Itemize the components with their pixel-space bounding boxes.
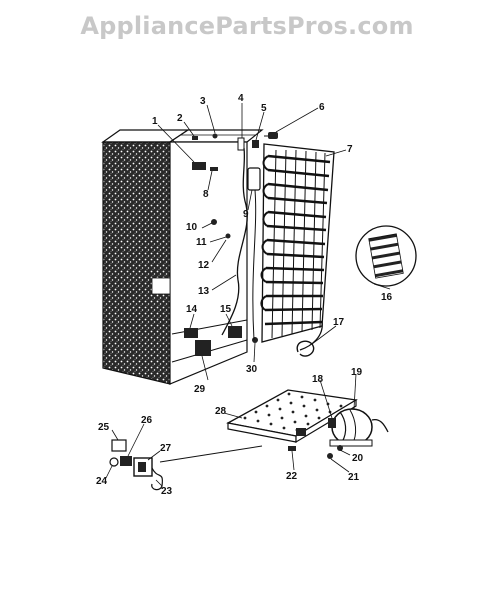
- callout-8: 8: [203, 189, 209, 200]
- watermark: AppliancePartsPros.com: [80, 12, 414, 40]
- capillary-tube: [252, 189, 257, 341]
- part-20-grommet: [337, 445, 343, 451]
- callout-14: 14: [186, 304, 198, 315]
- part-26-relay: [120, 456, 132, 466]
- callout-30: 30: [246, 364, 258, 375]
- part-2-screw: [192, 136, 198, 140]
- callout-17: 17: [333, 317, 345, 328]
- part-4-tube-holder: [237, 137, 245, 151]
- part-24-cap: [109, 457, 119, 467]
- part-18-terminal: [328, 418, 336, 428]
- callout-11: 11: [196, 237, 207, 248]
- part-22-clip: [288, 446, 296, 451]
- callout-labels: 1 2 3 4 5 6 7 8 9 10 11 12 13 14 15 16 1…: [96, 93, 393, 497]
- callout-16: 16: [381, 292, 393, 303]
- callout-23: 23: [161, 486, 173, 497]
- part-3-clip: [212, 133, 218, 139]
- callout-15: 15: [220, 304, 232, 315]
- condenser-return-bends: [260, 155, 269, 311]
- part-6-fitting: [264, 132, 278, 139]
- relay-wire-to-compressor: [159, 445, 263, 463]
- part-10-grommet: [211, 219, 217, 225]
- condenser-outlet: [299, 321, 323, 351]
- relay-assembly: [109, 439, 263, 491]
- compressor-shading: [339, 411, 347, 443]
- tray-side: [295, 398, 357, 444]
- back-panel-components: [184, 133, 261, 356]
- part-17-drain-loop: [296, 340, 315, 357]
- callout-1: 1: [152, 116, 158, 127]
- callout-19: 19: [351, 367, 363, 378]
- part-29-relay: [195, 340, 211, 356]
- refrigerator-cabinet: [101, 129, 264, 385]
- part-9-dryer: [247, 167, 261, 191]
- callout-29: 29: [194, 384, 206, 395]
- refrigerant-tube: [221, 147, 248, 336]
- callout-25: 25: [98, 422, 110, 433]
- callout-18: 18: [312, 374, 324, 385]
- callout-26: 26: [141, 415, 153, 426]
- callout-3: 3: [200, 96, 206, 107]
- condenser-tubes: [264, 154, 331, 326]
- callout-4: 4: [238, 93, 244, 104]
- callout-24: 24: [96, 476, 108, 487]
- drain-pan-tray: [226, 389, 358, 444]
- part-27-box-face: [138, 462, 146, 472]
- part-11-grommet: [225, 233, 231, 239]
- compressor-base: [329, 439, 373, 447]
- condenser-coil: [260, 143, 335, 351]
- callout-7: 7: [347, 144, 353, 155]
- part-25-overload: [111, 439, 127, 452]
- part-14-box: [184, 328, 198, 338]
- part-30-fitting: [252, 337, 258, 343]
- part-15-box: [228, 326, 242, 338]
- callout-27: 27: [160, 443, 172, 454]
- compressor: [288, 408, 389, 459]
- callout-12: 12: [198, 260, 210, 271]
- part-21-washer: [327, 453, 333, 459]
- callout-9: 9: [243, 209, 249, 220]
- compressor-tube: [371, 418, 389, 433]
- tray-bracket: [296, 428, 306, 436]
- callout-28: 28: [215, 406, 227, 417]
- part-1-bracket: [192, 162, 206, 170]
- leader-lines: [105, 103, 391, 487]
- callout-22: 22: [286, 471, 298, 482]
- callout-6: 6: [319, 102, 325, 113]
- cabinet-left-face: [102, 141, 171, 385]
- callout-20: 20: [352, 453, 364, 464]
- callout-5: 5: [261, 103, 267, 114]
- detail-16-inset: [355, 225, 417, 287]
- callout-21: 21: [348, 472, 360, 483]
- callout-10: 10: [186, 222, 198, 233]
- part-8-clamp: [210, 167, 218, 171]
- cabinet-label-plate: [151, 277, 171, 295]
- callout-2: 2: [177, 113, 183, 124]
- condenser-wires: [271, 149, 326, 339]
- callout-13: 13: [198, 286, 210, 297]
- part-5-valve: [252, 140, 259, 148]
